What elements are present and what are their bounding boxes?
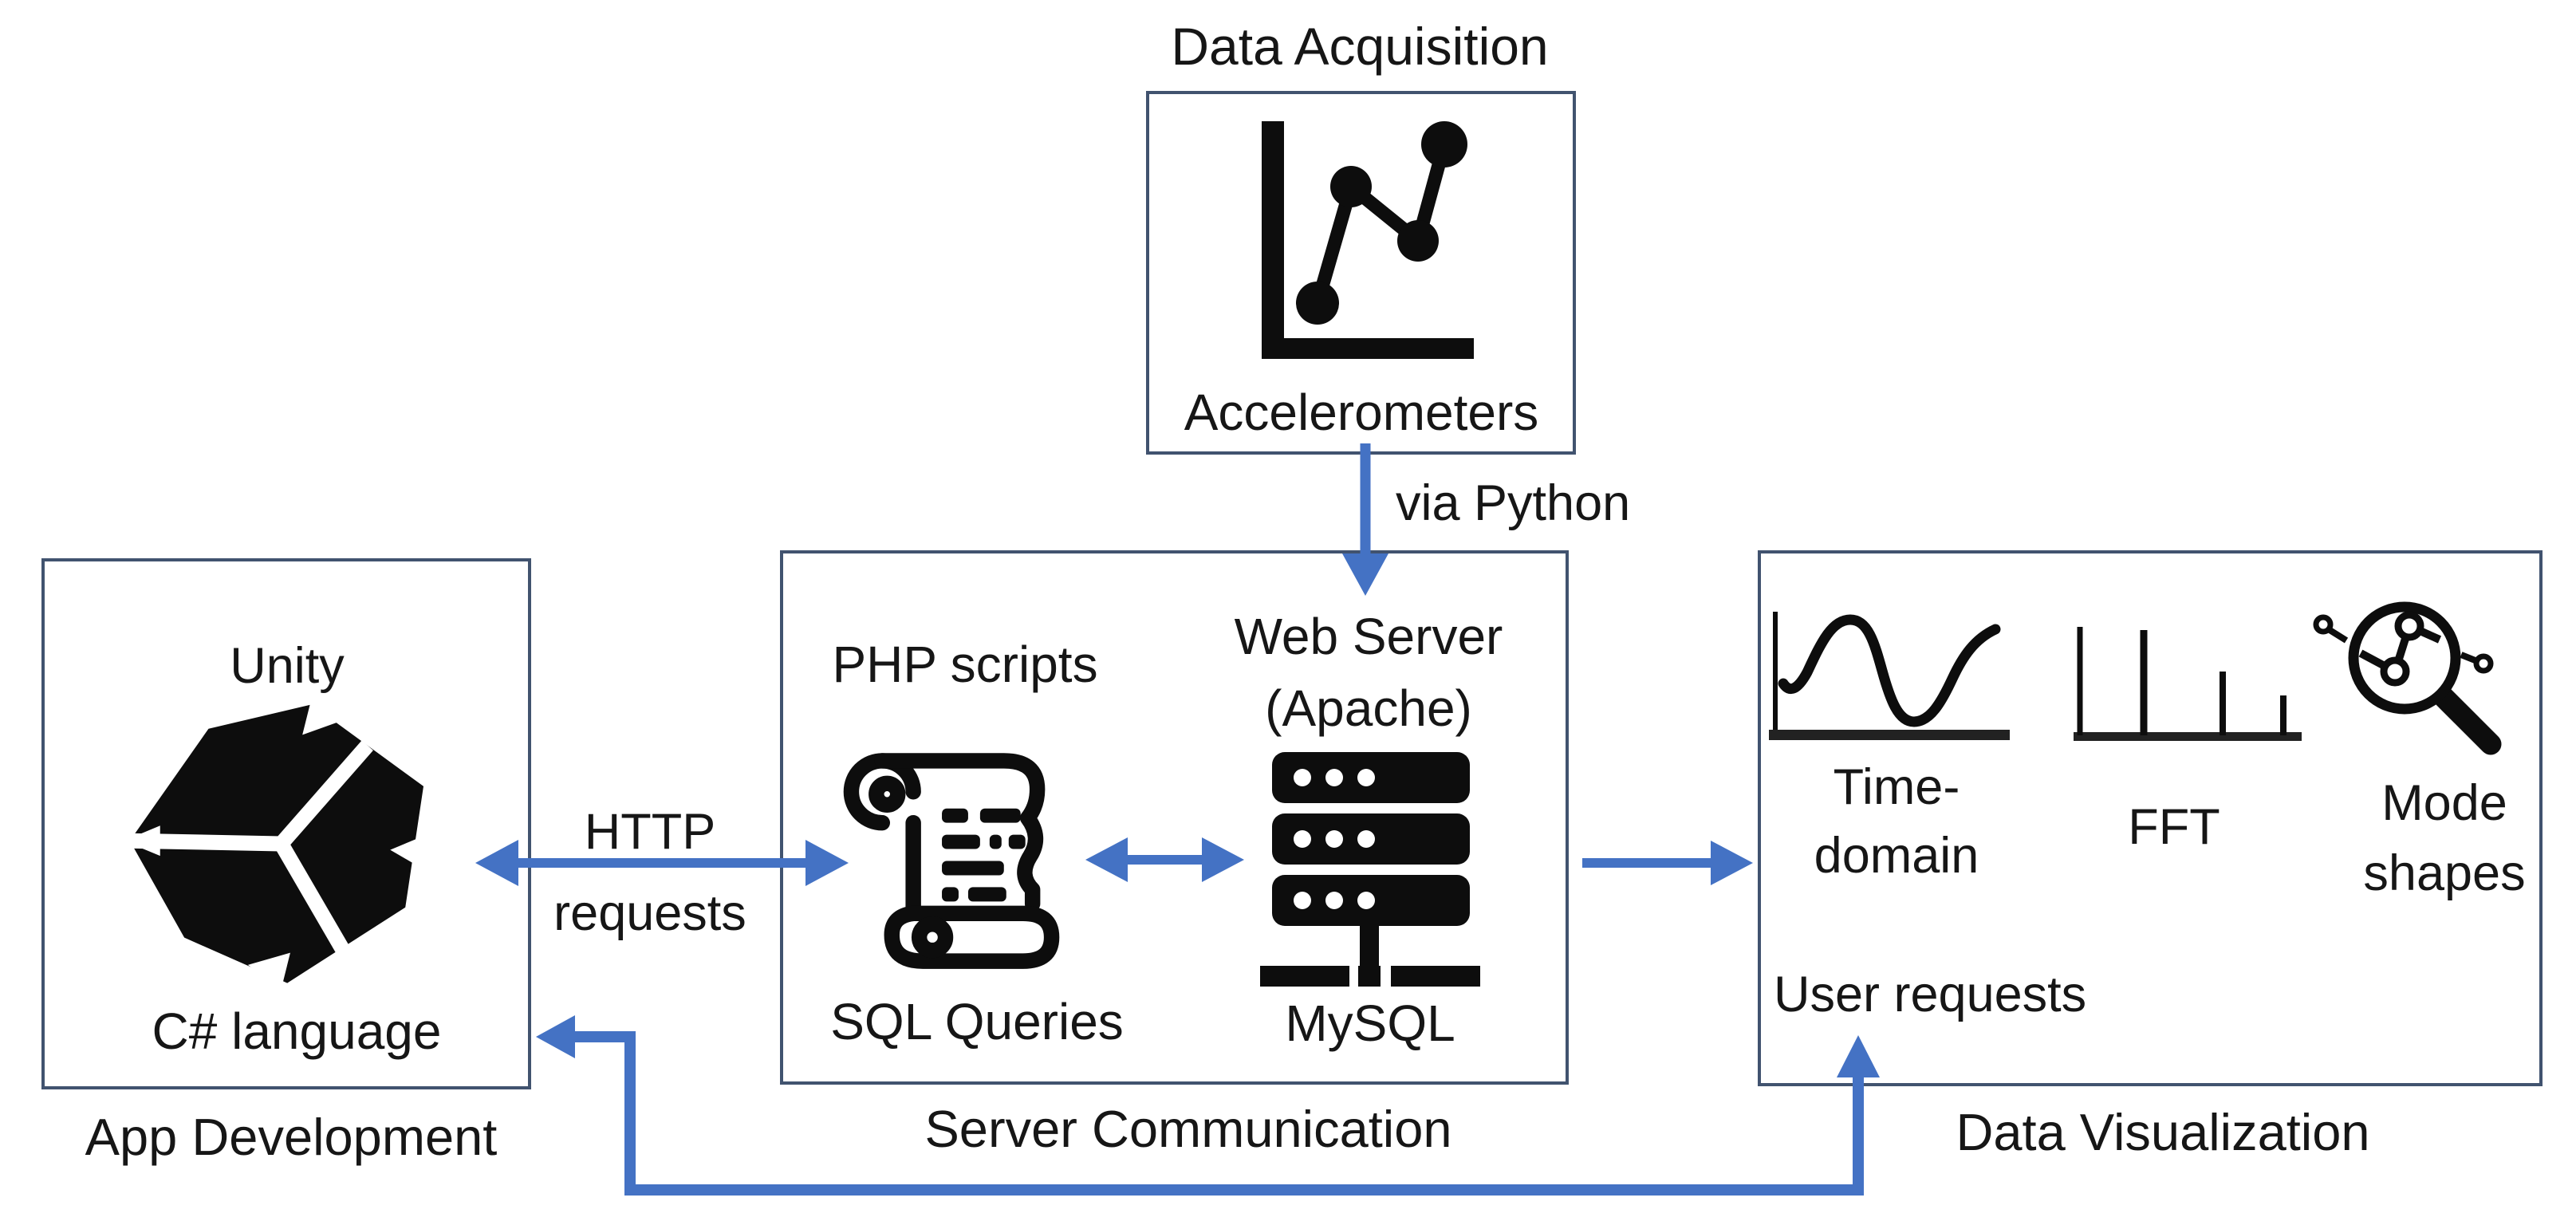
mode-shapes-label-line2: shapes [2363,845,2526,901]
fft-spectrum-icon [2074,627,2302,741]
time-domain-label-line1: Time- [1833,759,1960,815]
php-mysql-arrow [1085,837,1244,882]
http-requests-arrow [475,840,849,886]
mode-shapes-label-line1: Mode [2381,775,2507,831]
sql-queries-label: SQL Queries [830,993,1124,1050]
server-stack-icon [1260,752,1480,987]
time-domain-label-line2: domain [1814,828,1979,884]
fft-label: FFT [2128,799,2220,855]
data-acquisition-title: Data Acquisition [1171,17,1549,76]
http-label-line2: requests [553,885,746,941]
web-server-label-line2: (Apache) [1265,679,1472,737]
csharp-language-label: C# language [152,1003,442,1060]
time-domain-wave-icon [1769,612,2010,740]
user-requests-feedback-arrow [536,1015,1880,1196]
unity-label: Unity [230,638,345,694]
web-server-label-line1: Web Server [1234,608,1503,665]
user-requests-label: User requests [1774,967,2087,1022]
scroll-icon [843,753,1060,969]
app-development-caption: App Development [85,1108,498,1166]
via-python-arrow [1342,443,1388,596]
mysql-label: MySQL [1285,995,1455,1052]
php-scripts-label: PHP scripts [832,636,1098,693]
data-visualization-caption: Data Visualization [1956,1103,2370,1161]
magnifier-network-icon [2313,601,2502,755]
scatter-line-chart-icon [1262,121,1474,359]
unity-logo-icon [124,698,427,990]
server-communication-caption: Server Communication [924,1100,1452,1158]
accelerometers-label: Accelerometers [1184,384,1539,441]
via-python-label: via Python [1396,475,1631,531]
data-acquisition-box [1146,91,1576,455]
server-to-visualization-arrow [1582,841,1753,885]
http-label-line1: HTTP [584,804,716,860]
